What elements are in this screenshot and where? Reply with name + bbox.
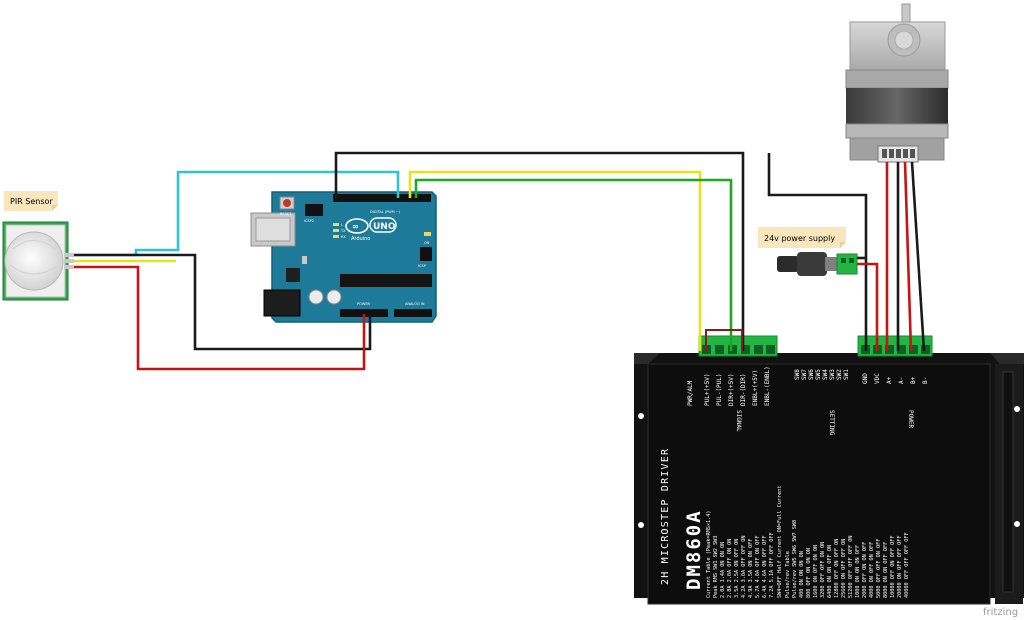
- switch-label: SW2: [836, 369, 843, 380]
- dir-wire: [414, 178, 733, 351]
- pulse-wire: [408, 170, 702, 351]
- pulse-table-row: 1000 ON ON ON OFF: [855, 545, 861, 598]
- signal-pin-label: ENBL+(+5V): [752, 370, 759, 406]
- power-pin-label: VDC: [874, 373, 881, 384]
- section-signal-label: SIGNAL: [735, 410, 742, 432]
- pulse-table-row: 10000 OFF ON OFF OFF: [890, 536, 896, 598]
- pulse-table-row: 4000 ON OFF ON OFF: [869, 542, 875, 598]
- power-pin-label: A-: [898, 377, 905, 384]
- pir-gnd-wire: [136, 253, 372, 351]
- pulse-table-row: 25600 ON OFF OFF ON: [841, 539, 847, 598]
- power-pin-label: GND: [862, 373, 869, 384]
- pir-vcc-wire: [74, 265, 366, 371]
- current-table-header: Peak RMS SW1 SW2 SW3: [713, 536, 719, 598]
- pulse-table-row: 12800 OFF ON OFF ON: [834, 539, 840, 598]
- stepper-driver: [634, 353, 1024, 605]
- pulse-table-row: 5000 OFF OFF ON OFF: [876, 539, 882, 598]
- pulse-table-row: 400 ON ON ON ON: [799, 551, 805, 598]
- svg-text:∞: ∞: [352, 222, 359, 231]
- arduino-uno-board: RESET ICSP2 DIGITAL (PWM ~) ∞ UNO Arduin…: [250, 191, 437, 323]
- pulse-table-row: 1600 ON OFF ON ON: [813, 545, 819, 598]
- signal-pin-label: DIR+(+5V): [728, 373, 735, 406]
- current-table-row: 2.0A 1.4A ON ON ON: [720, 542, 726, 598]
- l-led-label: L: [341, 223, 343, 227]
- reset-label: RESET: [280, 212, 292, 216]
- driver-model: DM860A: [683, 509, 705, 590]
- pulse-table-row: 800 OFF ON ON ON: [806, 548, 812, 598]
- pulse-table-row: 3200 OFF OFF ON ON: [820, 542, 826, 598]
- power-jack: [777, 252, 858, 276]
- pir-sensor: [2, 221, 74, 301]
- current-table-row: 3.5A 2.5A ON OFF ON: [734, 539, 740, 598]
- icsp-label: ICSP: [418, 264, 426, 268]
- common-gnd-wire: [334, 151, 745, 351]
- alarm-label: PWR/ALM: [687, 380, 694, 406]
- idle-current-note: SW4=OFF Half Current ON=Full Current: [777, 486, 783, 598]
- power-pin-label: A+: [886, 376, 893, 384]
- digital-label: DIGITAL (PWM ~): [370, 210, 401, 214]
- current-table-title: Current Table (Peak=RMS×1.4): [706, 511, 712, 598]
- driver-branding: 2H MICROSTEP DRIVER DM860A: [660, 448, 705, 590]
- pulse-table-row: 6400 ON ON OFF ON: [827, 545, 833, 598]
- power-pin-label: B-: [922, 377, 929, 384]
- current-table-row: 4.9A 3.5A ON ON OFF: [748, 539, 754, 598]
- uno-logo: UNO: [373, 222, 396, 232]
- section-power-label: POWER: [907, 410, 914, 428]
- switch-label: SW7: [801, 369, 808, 380]
- power-supply-label: 24v power supply: [758, 227, 846, 248]
- icsp2-label: ICSP2: [304, 219, 314, 223]
- psu-vdc-wire: [857, 262, 879, 351]
- current-table-row: 7.2A 5.1A OFF OFF OFF: [769, 532, 775, 598]
- rx-led-label: RX: [341, 235, 346, 239]
- motor-b-plus: [903, 161, 913, 352]
- analog-header-label: ANALOG IN: [405, 302, 425, 306]
- signal-pin-label: PUL-(PUL): [716, 373, 723, 406]
- pulse-table-row: 8000 ON ON OFF OFF: [883, 542, 889, 598]
- pir-sensor-label: PIR Sensor: [4, 191, 58, 211]
- driver-title: 2H MICROSTEP DRIVER: [660, 448, 671, 585]
- pir-sensor-text: PIR Sensor: [10, 197, 53, 206]
- current-table-row: 4.2A 3.0A OFF OFF ON: [741, 536, 747, 598]
- switch-label: SW4: [822, 369, 829, 380]
- driver-pin-labels: PWR/ALM PUL+(+5V) PUL-(PUL) DIR+(+5V) DI…: [687, 366, 929, 435]
- switch-label: SW3: [829, 369, 836, 380]
- section-setting-label: SETTING: [828, 410, 835, 436]
- on-led-label: ON: [424, 241, 430, 245]
- motor-b-minus: [910, 161, 926, 352]
- stepper-motor: [845, 3, 949, 163]
- wires: [74, 151, 926, 371]
- fritzing-watermark: fritzing: [983, 607, 1018, 618]
- tx-led-label: TX: [340, 229, 346, 233]
- switch-label: SW8: [794, 369, 801, 380]
- current-table-row: 2.8A 2.0A OFF ON ON: [727, 539, 733, 598]
- signal-pin-label: PUL+(+5V): [704, 373, 711, 406]
- power-header-label: POWER: [357, 302, 371, 306]
- jumper-wire: [705, 329, 743, 351]
- power-supply-text: 24v power supply: [764, 234, 835, 243]
- pulse-table-row: 20000 ON OFF OFF OFF: [897, 536, 903, 598]
- psu-gnd-wire: [767, 153, 868, 351]
- power-terminal-block: [857, 335, 933, 357]
- pulse-table-header: Pulse/rev SW5 SW6 SW7 SW8: [792, 520, 798, 598]
- signal-pin-label: ENBL-(ENBL): [764, 366, 771, 406]
- pulse-table-row: 51200 OFF OFF OFF ON: [848, 536, 854, 598]
- signal-terminal-block: [698, 335, 778, 357]
- power-pin-label: B+: [910, 376, 917, 384]
- current-table-row: 6.4A 4.6A ON OFF OFF: [762, 536, 768, 598]
- current-table-row: 5.7A 4.0A OFF ON OFF: [755, 536, 761, 598]
- driver-setting-tables: Current Table (Peak=RMS×1.4) Peak RMS SW…: [706, 486, 910, 598]
- signal-pin-label: DIR-(DIR): [740, 373, 747, 406]
- switch-label: SW5: [815, 369, 822, 380]
- switch-label: SW1: [843, 369, 850, 380]
- switch-label: SW6: [808, 369, 815, 380]
- pulse-table-row: 40000 OFF OFF OFF OFF: [904, 532, 910, 598]
- pulse-table-row: 2000 OFF ON ON OFF: [862, 542, 868, 598]
- pulse-table-title: Pulse/rev Table: [785, 551, 791, 598]
- arduino-brand: Arduino: [351, 236, 370, 242]
